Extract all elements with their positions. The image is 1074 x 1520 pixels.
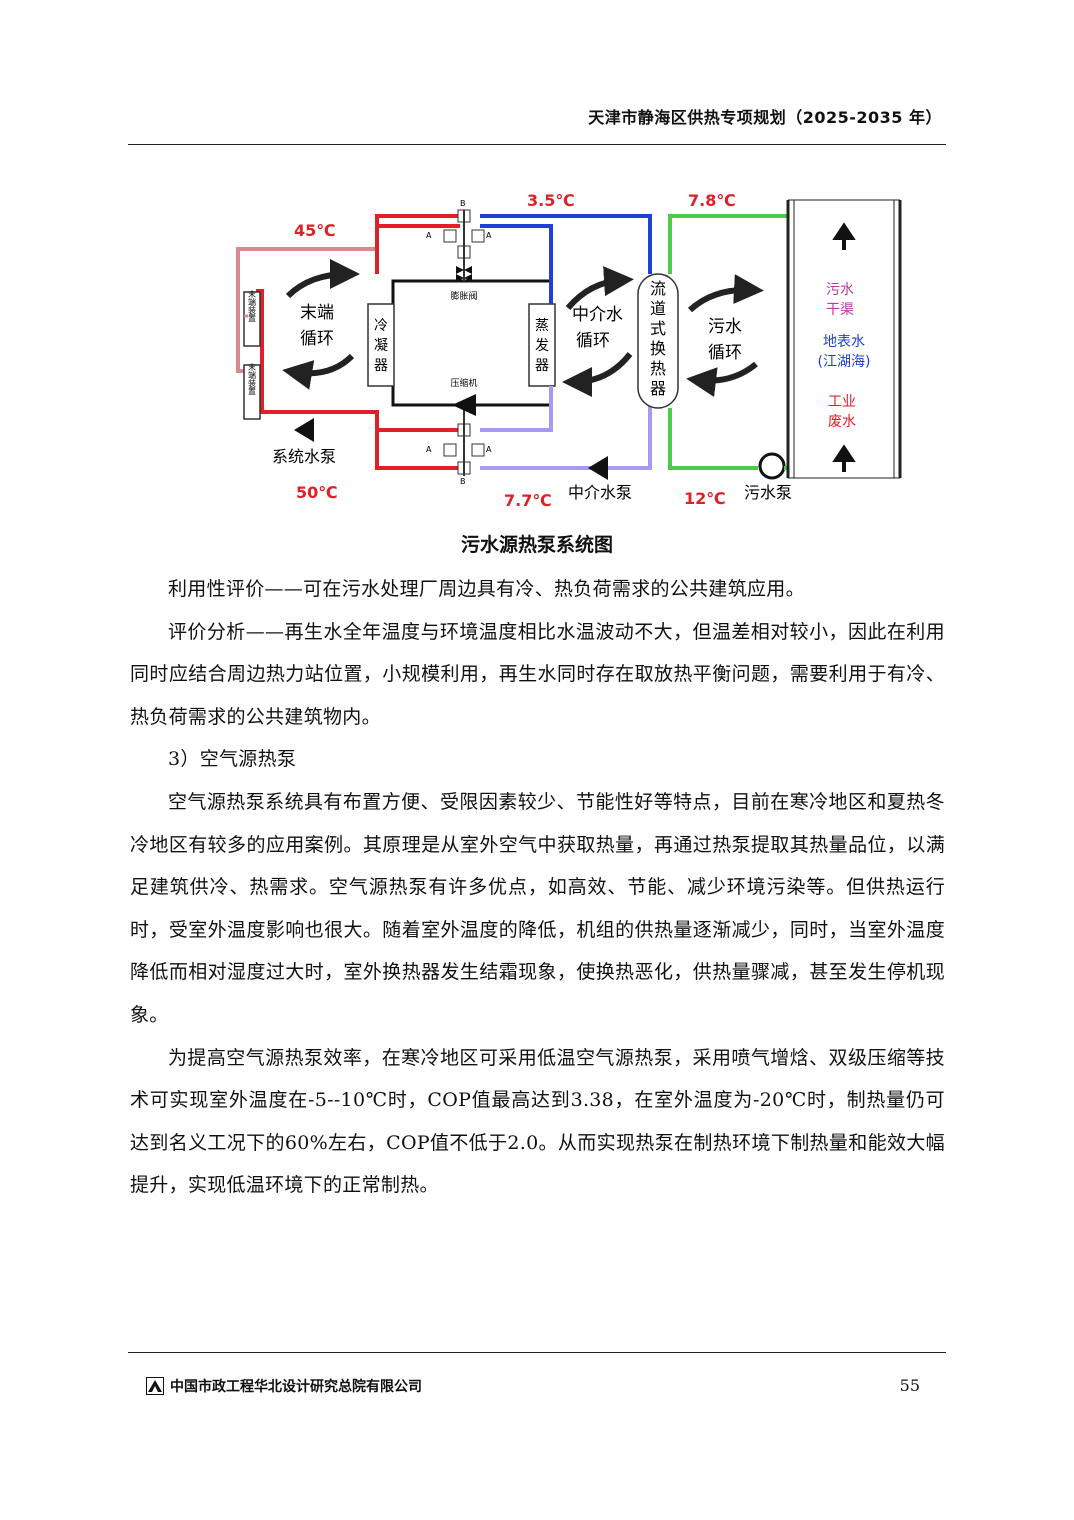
temp-50: 50℃ [296, 483, 338, 502]
end-loop-label-1: 末端 [300, 303, 334, 323]
end-device-2 [243, 364, 261, 420]
valve-label-a-top-right: A [486, 231, 492, 240]
valve-label-b-top: B [460, 199, 466, 208]
source-3-label-a: 工业 [828, 394, 856, 410]
sewage-loop-arrow-top [687, 274, 764, 313]
paragraph-1: 利用性评价——可在污水处理厂周边具有冷、热负荷需求的公共建筑应用。 [168, 578, 805, 600]
exchanger-label-6: 器 [650, 379, 666, 398]
company-name: 中国市政工程华北设计研究总院有限公司 [170, 1379, 422, 1395]
mid-loop-label-2: 循环 [576, 331, 610, 351]
source-2-label-b: (江湖海) [818, 354, 871, 370]
evaporator-label-2: 发 [535, 338, 549, 354]
footer: 中国市政工程华北设计研究总院有限公司 [146, 1376, 422, 1396]
evaporator-label-1: 蒸 [535, 318, 549, 334]
section-heading: 3）空气源热泵 [168, 748, 297, 771]
body-text: 利用性评价——可在污水处理厂周边具有冷、热负荷需求的公共建筑应用。 评价分析——… [130, 568, 945, 1207]
footer-rule [128, 1352, 946, 1353]
mid-loop-arrow-bottom [562, 352, 633, 397]
system-pump-label: 系统水泵 [272, 447, 336, 466]
source-3-label-b: 废水 [828, 414, 856, 430]
compressor [452, 394, 476, 416]
condenser-label-1: 冷 [374, 318, 388, 334]
up-arrow-top [832, 222, 856, 250]
condenser [367, 303, 395, 387]
valve-group-top [443, 209, 485, 281]
temp-45: 45℃ [294, 221, 336, 240]
expansion-valve-label: 膨胀阀 [450, 290, 477, 302]
evaporator [528, 303, 556, 387]
exchanger-label-3: 式 [650, 319, 666, 338]
sewage-loop-label-1: 污水 [708, 317, 742, 337]
exchanger-label-4: 换 [650, 339, 666, 358]
source-1-label-b: 干渠 [826, 302, 854, 318]
sewage-heat-pump-diagram: A A B A A B 膨胀阀 压缩机 45℃ 50℃ 3.5℃ 7.7℃ 7.… [236, 191, 902, 510]
temp-7-8: 7.8℃ [688, 191, 736, 210]
mid-loop-arrow-top [565, 266, 634, 310]
paragraph-4: 为提高空气源热泵效率，在寒冷地区可采用低温空气源热泵，采用喷气增焓、双级压缩等技… [130, 1046, 945, 1197]
end-loop-label-2: 循环 [300, 329, 334, 349]
figure-caption: 污水源热泵系统图 [460, 534, 613, 556]
source-1-label-a: 污水 [826, 282, 854, 298]
flow-channel-exchanger [637, 273, 679, 409]
mid-loop-label-1: 中介水 [572, 305, 623, 325]
sewage-loop-arrow-bottom [686, 361, 758, 397]
header-title: 天津市静海区供热专项规划（2025-2035 年） [588, 108, 942, 127]
mid-warm-pipe [480, 386, 553, 432]
end-device-2-label: 末端装置 [248, 362, 257, 395]
mid-cold-pipe-inner [480, 224, 553, 304]
hot-top-pipe [375, 214, 460, 274]
exchanger-label-2: 道 [650, 299, 666, 318]
system-pump [294, 418, 314, 442]
expansion-valve [456, 266, 472, 282]
mid-pump-label: 中介水泵 [568, 483, 632, 502]
company-logo-icon [146, 1377, 164, 1395]
temp-3-5: 3.5℃ [527, 191, 575, 210]
source-2-label-a: 地表水 [823, 334, 865, 350]
page-number: 55 [899, 1376, 920, 1395]
end-loop-arrow-top [285, 259, 360, 299]
valve-label-b-bottom: B [460, 477, 466, 486]
condenser-label-2: 凝 [374, 338, 388, 354]
end-supply-pipe [256, 289, 460, 470]
end-device-1 [243, 291, 261, 347]
mid-pump [588, 456, 608, 480]
paragraph-3: 空气源热泵系统具有布置方便、受限因素较少、节能性好等特点，目前在寒冷地区和夏热冬… [130, 790, 945, 1026]
valve-label-a-bottom: A [426, 445, 432, 454]
valve-label-a-bottom-right: A [486, 445, 492, 454]
condenser-label-3: 器 [374, 358, 388, 374]
sewage-top-pipe [668, 214, 788, 274]
valve-label-a-top: A [426, 231, 432, 240]
end-loop-arrow-bottom [282, 353, 355, 390]
mid-warm-pipe-bottom [480, 386, 652, 470]
sewage-pump [758, 452, 786, 480]
up-arrow-bottom [832, 444, 856, 472]
evaporator-label-3: 器 [535, 358, 549, 374]
paragraph-2: 评价分析——再生水全年温度与环境温度相比水温波动不大，但温差相对较小，因此在利用… [130, 620, 945, 728]
temp-12: 12℃ [684, 489, 726, 508]
end-device-1-label: 末端装置 [248, 289, 257, 322]
exchanger-label-1: 流 [650, 279, 666, 298]
sewage-loop-label-2: 循环 [708, 343, 742, 363]
exchanger-label-5: 热 [650, 359, 666, 378]
sewage-pump-label: 污水泵 [744, 483, 792, 502]
sewage-bottom-pipe [668, 408, 758, 470]
mid-cold-pipe [480, 214, 652, 274]
compressor-label: 压缩机 [450, 377, 477, 389]
valve-group-bottom [443, 405, 485, 476]
header-rule [128, 144, 946, 145]
temp-7-7: 7.7℃ [504, 491, 552, 510]
